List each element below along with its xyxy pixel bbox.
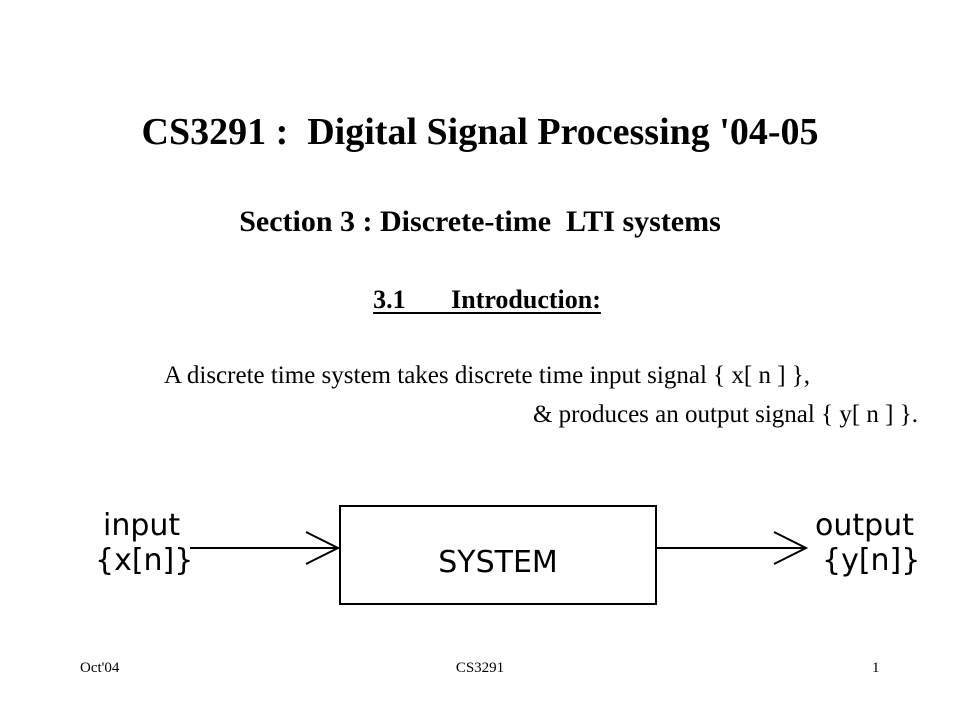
- footer-page-number: 1: [872, 660, 880, 676]
- body-text-line-2: & produces an output signal { y[ n ] }.: [532, 401, 918, 428]
- output-signal-label: {y[n]}: [822, 543, 920, 578]
- body-text-line-1: A discrete time system takes discrete ti…: [163, 362, 811, 389]
- input-arrow: [190, 531, 341, 565]
- footer-course: CS3291: [455, 660, 505, 676]
- output-label: output: [815, 508, 914, 543]
- system-block-diagram: input {x[n]} SYSTEM output {y[n]}: [95, 505, 920, 605]
- subsection-heading: 3.1 Introduction:: [373, 285, 601, 314]
- input-label: input: [103, 508, 180, 543]
- system-label: SYSTEM: [438, 545, 558, 580]
- input-signal-label: {x[n]}: [95, 543, 193, 578]
- section-title: Section 3 : Discrete-time LTI systems: [239, 205, 721, 238]
- slide-title: CS3291 : Digital Signal Processing '04-0…: [141, 111, 819, 153]
- footer-date: Oct'04: [80, 660, 120, 676]
- output-arrow: [656, 531, 809, 565]
- system-box: [339, 505, 657, 605]
